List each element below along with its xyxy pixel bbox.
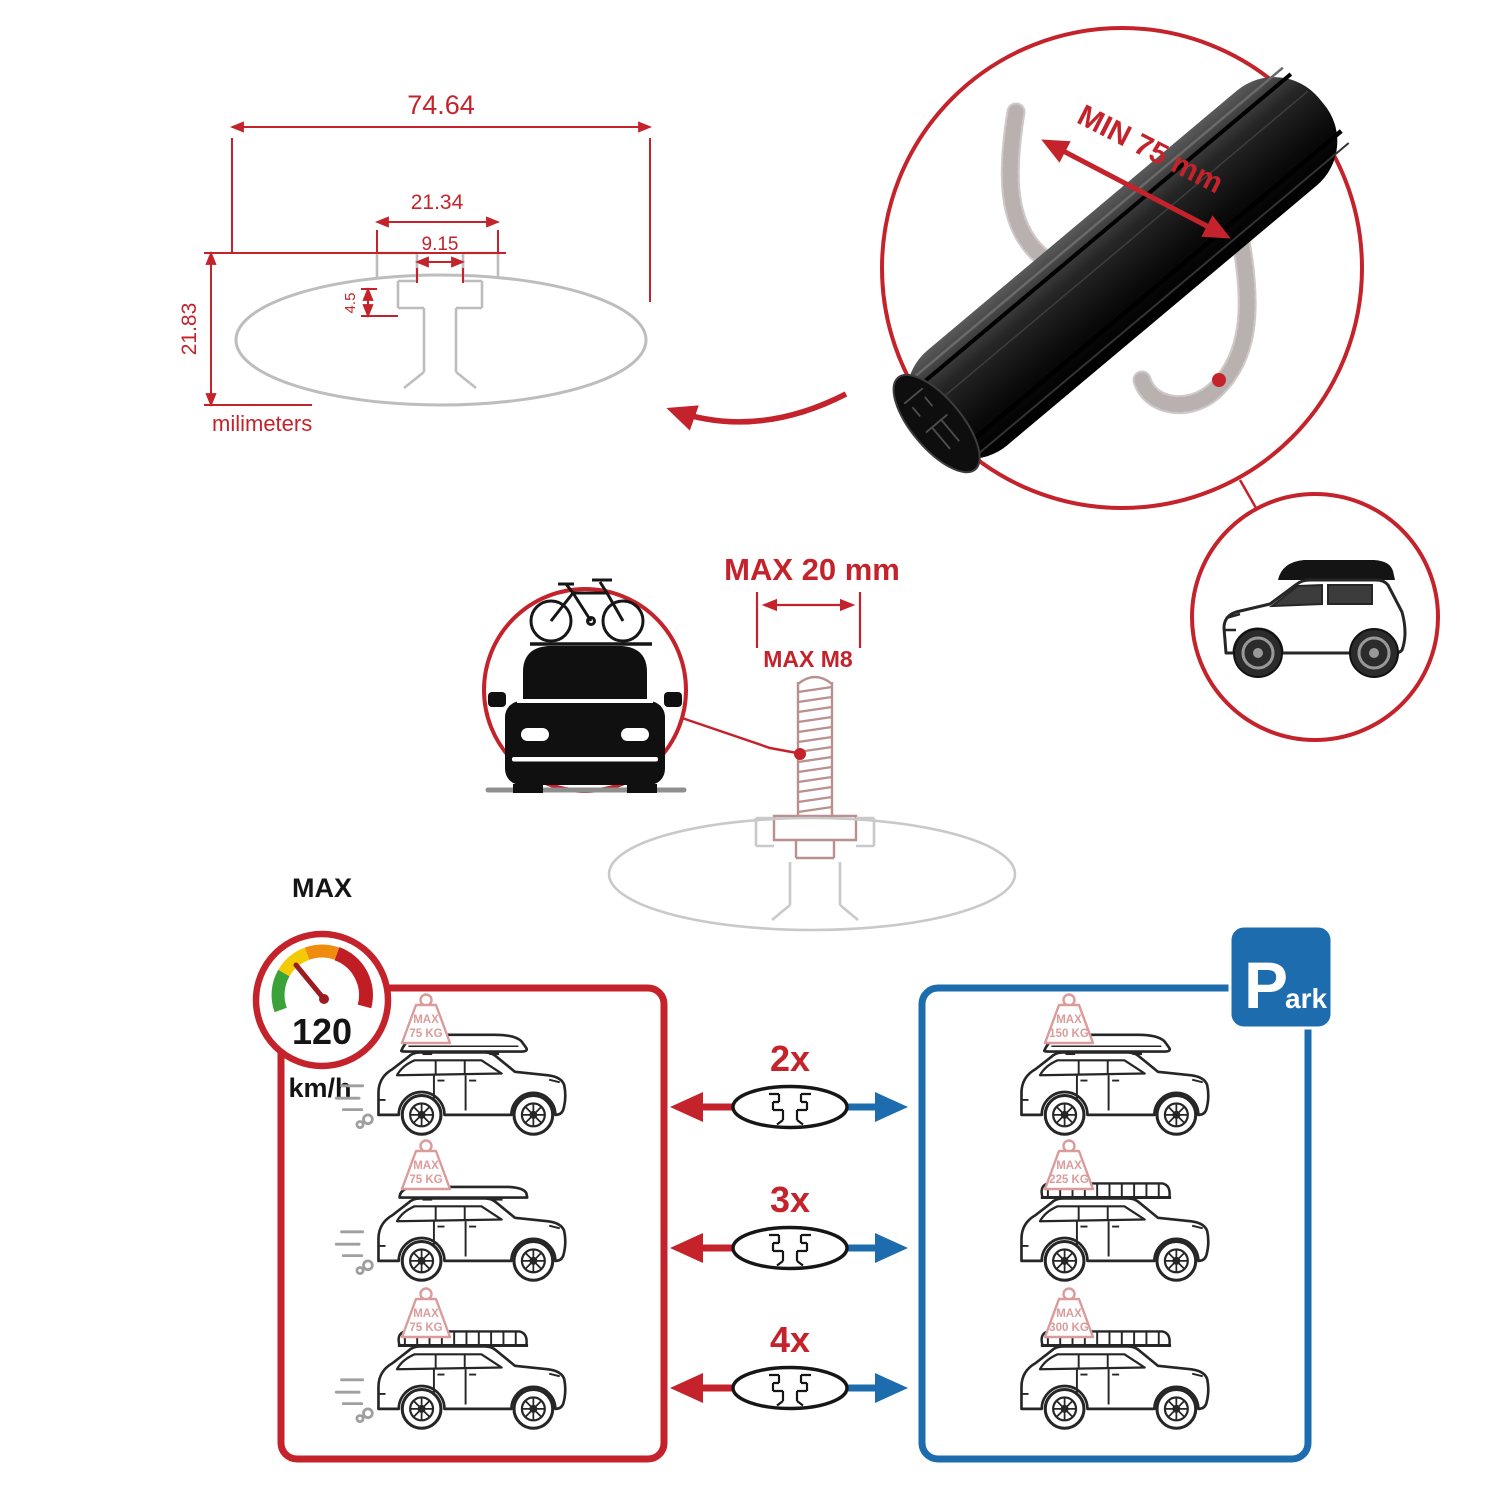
gauge-needle [293, 962, 327, 1002]
speed-max-label: MAX [292, 873, 352, 903]
right-arrow-icon [875, 1233, 908, 1263]
total-width-label: 74.64 [407, 90, 475, 120]
crossbar-cross-section-icon [731, 1225, 849, 1271]
bolt-point-dot [794, 748, 806, 760]
slot-inner-width-label: 9.15 [422, 234, 459, 255]
profile-cross-section [234, 273, 648, 407]
dimension-extension-lines [204, 138, 651, 406]
load-badge: MAX 75 KG [400, 1287, 452, 1339]
crossbar-count-label: 2x [770, 1038, 810, 1079]
circle-connector-line [1238, 479, 1258, 509]
gauge-hub [319, 994, 329, 1004]
profile-slot-shape [375, 251, 500, 390]
crossbar-detail-view: MIN 75 mm [880, 26, 1364, 510]
crossbar-count-label: 4x [770, 1319, 810, 1360]
crossbar-cross-section-icon [731, 1365, 849, 1411]
load-value-label: 300 KG [1049, 1322, 1089, 1334]
load-max-label: MAX [413, 1160, 439, 1172]
profile-dimension-drawing: 74.64 21.34 9.15 4.5 21.83 milimeters [178, 90, 653, 436]
crossbar-cross-section-icon [731, 1084, 849, 1130]
left-arrow-icon [670, 1233, 703, 1263]
units-label: milimeters [212, 411, 312, 436]
load-max-label: MAX [1056, 1014, 1082, 1026]
load-max-label: MAX [413, 1014, 439, 1026]
park-sign: P ark [1228, 924, 1334, 1030]
max-thread-label: MAX M8 [763, 646, 853, 672]
profile-slot-outline [607, 816, 1017, 932]
load-value-label: 75 KG [409, 1322, 442, 1334]
load-max-label: MAX [1056, 1308, 1082, 1320]
bolt-leader-line [681, 716, 798, 755]
load-badge: MAX 75 KG [400, 993, 452, 1045]
lip-depth-label: 4.5 [342, 293, 359, 314]
min-span-arrow [1041, 139, 1231, 239]
load-max-label: MAX [413, 1308, 439, 1320]
load-badge: MAX 75 KG [400, 1139, 452, 1191]
park-rest: ark [1285, 983, 1327, 1014]
load-badges: MAX 75 KG MAX 75 KG MAX 75 KG MAX 150 KG… [400, 993, 1095, 1339]
load-value-label: 225 KG [1049, 1174, 1089, 1186]
pointer-arrow-to-drawing [666, 391, 848, 431]
speed-limit-gauge: MAX 120 km/h [252, 873, 392, 1103]
right-arrow-icon [875, 1373, 908, 1403]
bolt-dimension-view: MAX 20 mm MAX M8 [607, 552, 1017, 932]
load-badge: MAX 300 KG [1043, 1287, 1095, 1339]
suv-roofbox-icon [1222, 560, 1407, 678]
bolt-icon [772, 675, 858, 860]
load-value-label: 75 KG [409, 1028, 442, 1040]
bike-on-car-view [482, 578, 688, 793]
suv-roofbox-view [1190, 492, 1440, 742]
park-initial: P [1244, 948, 1288, 1022]
load-max-label: MAX [1056, 1160, 1082, 1172]
bolt-dim-extensions [755, 592, 862, 648]
crossbar-count-label: 3x [770, 1179, 810, 1220]
speed-value: 120 [292, 1011, 352, 1052]
load-value-label: 150 KG [1049, 1028, 1089, 1040]
load-value-label: 75 KG [409, 1174, 442, 1186]
total-height-label: 21.83 [178, 303, 201, 356]
left-arrow-icon [670, 1092, 703, 1122]
left-arrow-icon [670, 1373, 703, 1403]
bicycle-icon [529, 578, 652, 646]
park-sign-plate [1228, 924, 1334, 1030]
load-badge: MAX 225 KG [1043, 1139, 1095, 1191]
parked-cars [1021, 1033, 1208, 1428]
right-arrow-icon [875, 1092, 908, 1122]
max-width-label: MAX 20 mm [724, 552, 900, 587]
clamp-point-dot [1212, 373, 1226, 387]
gauge-arc [271, 944, 373, 1013]
slot-outer-width-label: 21.34 [411, 191, 464, 214]
crossbar-count-rows: 2x 3x 4x [670, 1038, 908, 1411]
load-badge: MAX 150 KG [1043, 993, 1095, 1045]
car-front-icon [488, 646, 682, 793]
